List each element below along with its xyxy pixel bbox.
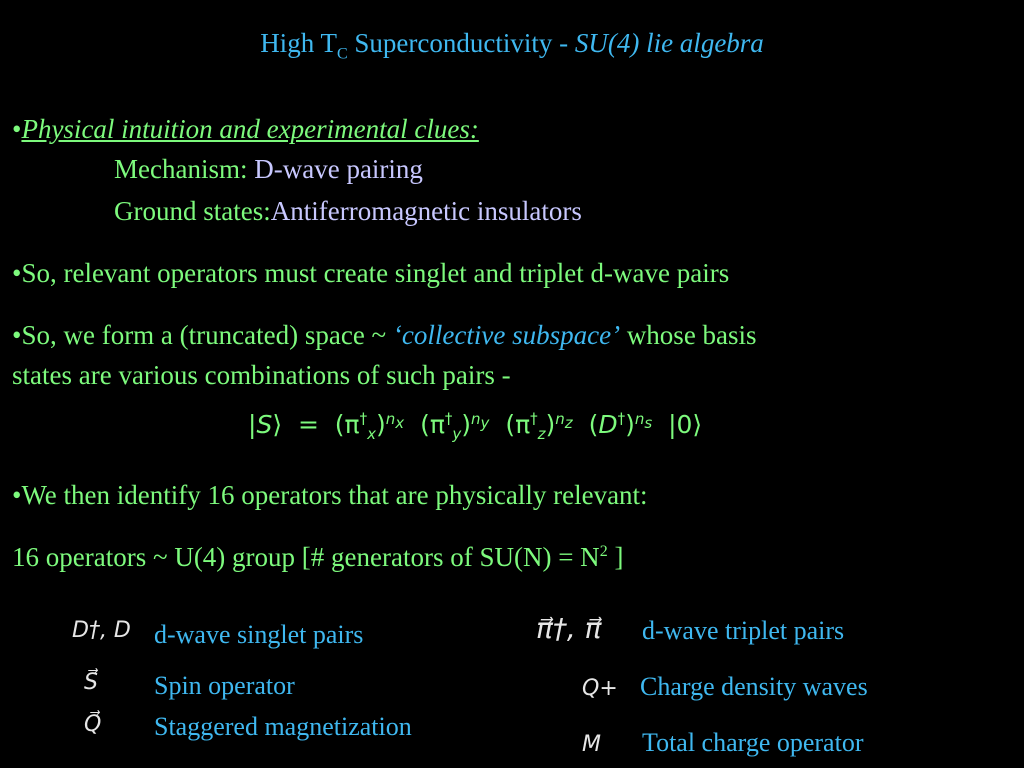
line5-sup: 2 <box>599 543 608 560</box>
bullet-mark: • <box>12 114 22 144</box>
ground-states-value: Antiferromagnetic insulators <box>270 196 582 226</box>
title-prefix: High T <box>260 28 337 58</box>
ground-states-line: Ground states:Antiferromagnetic insulato… <box>114 196 582 227</box>
basis-state-formula: |S⟩ = (π†x)nx (π†y)ny (π†z)nz (D†)ns |0⟩ <box>248 410 702 443</box>
u4-group-line: 16 operators ~ U(4) group [# generators … <box>12 542 623 573</box>
line5-suffix: ] <box>607 542 624 572</box>
operator-label-qplus: Charge density waves <box>640 672 868 701</box>
operator-symbol-qplus: Q+ <box>582 676 618 701</box>
slide-title: High TC Superconductivity - SU(4) lie al… <box>0 28 1024 63</box>
operator-symbol-q: Q⃗ <box>84 712 102 737</box>
mechanism-label: Mechanism: <box>114 154 255 184</box>
operator-symbol-m: M <box>582 732 601 757</box>
mechanism-value: D-wave pairing <box>254 154 423 184</box>
ground-states-label: Ground states: <box>114 196 271 226</box>
formula-render: |S⟩ = (π†x)nx (π†y)ny (π†z)nz (D†)ns |0⟩ <box>248 410 703 444</box>
bullet-relevant-operators: •So, relevant operators must create sing… <box>12 258 730 288</box>
bullet-collective-subspace: •So, we form a (truncated) space ~ ‘coll… <box>12 320 757 351</box>
operator-label-q: Staggered magnetization <box>154 712 412 741</box>
operator-symbol-pi: π⃗†, π⃗ <box>536 612 602 645</box>
operator-label-pi: d-wave triplet pairs <box>642 616 845 645</box>
title-subscript: C <box>336 45 348 63</box>
operator-symbol-s: S⃗ <box>84 670 98 695</box>
bullet-heading: Physical intuition and experimental clue… <box>21 114 479 144</box>
operator-label-m: Total charge operator <box>642 728 864 757</box>
bullet-physical-intuition: •Physical intuition and experimental clu… <box>12 114 479 145</box>
bullet-collective-subspace-line2: states are various combinations of such … <box>12 360 511 390</box>
mechanism-line: Mechanism: D-wave pairing <box>114 154 423 185</box>
line5-prefix: 16 operators ~ U(4) group [# generators … <box>12 542 600 572</box>
operator-label-s: Spin operator <box>154 671 295 700</box>
b3-prefix: •So, we form a (truncated) space ~ <box>12 320 393 350</box>
b3-suffix: whose basis <box>620 320 757 350</box>
title-middle: Superconductivity - <box>347 28 575 58</box>
b3-italic: ‘collective subspace’ <box>392 320 621 350</box>
title-italic: SU(4) lie algebra <box>574 28 764 58</box>
operator-symbol-d: D†, D <box>72 618 131 643</box>
bullet-sixteen-operators: •We then identify 16 operators that are … <box>12 480 648 510</box>
operator-label-d: d-wave singlet pairs <box>154 620 364 649</box>
